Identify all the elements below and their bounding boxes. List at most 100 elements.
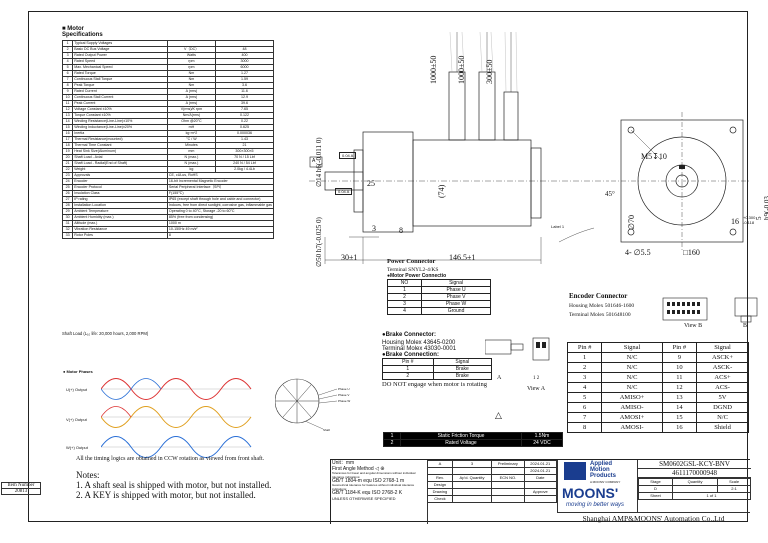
encoder-terminal: Terminal Molex 501648100: [569, 312, 631, 318]
note-1: 1. A shaft seal is shipped with motor, b…: [76, 480, 272, 490]
pin-number: 11: [661, 372, 698, 383]
brake-warning: DO NOT engage when motor is rotating: [382, 381, 487, 388]
power-pin: 2: [386, 293, 423, 301]
pin-signal: AMOSI+: [601, 412, 663, 423]
key-tol-upper: +0.300: [743, 215, 756, 220]
pin-number: 7: [566, 412, 603, 423]
projection-method: First Angle Method: [332, 466, 374, 472]
mount-hole-dim: 4- ∅5.5: [625, 248, 651, 257]
brake-pin-numbers: 1 2: [533, 376, 540, 381]
pin-number: 1: [566, 352, 603, 363]
company-name: Shanghai AMP&MOONS' Automation Co.,Ltd: [557, 512, 750, 525]
approve-label: Approve: [523, 488, 558, 496]
pin-signal: AMISO-: [601, 402, 663, 413]
brand-line-1: Applied: [590, 461, 612, 467]
phase-diagram: [275, 378, 338, 430]
power-pin: 3: [386, 300, 423, 308]
rev-date: 2024.01.21: [523, 460, 558, 468]
pin-signal: N/C: [601, 372, 663, 383]
date-head: Date: [523, 474, 558, 482]
stage-head: Stage: [638, 478, 673, 486]
runout-tolerance-1: 0.04 A: [339, 152, 357, 159]
phase-waveforms: [101, 378, 252, 458]
pin-signal: AMISO+: [601, 392, 663, 403]
brake-pin: 1: [382, 365, 434, 373]
power-head-signal: Signal: [421, 279, 491, 287]
pin-signal: ACS+: [696, 372, 749, 383]
power-head-no: NO: [386, 279, 423, 287]
lead-length-2: 1000±50: [457, 55, 466, 84]
pin-number: 2: [566, 362, 603, 373]
item-number-box: Item Number 20813: [1, 482, 41, 495]
shaft-length-dim: 30±1: [341, 253, 358, 262]
datum-a-marker: A: [312, 158, 316, 164]
qty-head: Ap'd. Quantity: [451, 474, 493, 482]
brand-area: Applied Motion Products A MOONS' COMPANY…: [557, 460, 638, 512]
u-output-label: U(+) Output: [66, 387, 88, 392]
gbt-linear: GB/T 1804-m equ ISO 2768-1 m: [332, 478, 405, 484]
pin-number: 16: [661, 422, 698, 433]
view-b-marker: B: [743, 323, 748, 329]
signal-head-1: Signal: [601, 342, 663, 353]
power-signal: Ground: [421, 307, 491, 315]
pin-signal: N/C: [601, 352, 663, 363]
key-dim: 5 h9(-0.03 0) KEY: [755, 196, 768, 220]
pin-signal: 5V: [696, 392, 749, 403]
tol-note-2: Geometrical tolerance for features witho…: [332, 483, 415, 491]
spec-cell-n: 33: [61, 232, 74, 239]
pin-head-1: Pin #: [566, 342, 603, 353]
power-signal: Phase V: [421, 293, 491, 301]
pin-signal: ASCK-: [696, 362, 749, 373]
phase-w-label: Phase W: [338, 399, 351, 403]
pin-number: 6: [566, 402, 603, 413]
pin-signal: DGND: [696, 402, 749, 413]
phase-timing-note: All the timing logics are obtained in CC…: [76, 456, 265, 462]
label-marker: Label 1: [551, 224, 565, 229]
pin-signal: N/C: [601, 382, 663, 393]
notes-title: Notes:: [76, 470, 100, 480]
stage-value: D: [638, 485, 673, 493]
rev-letter: A: [427, 460, 453, 468]
pin-number: 15: [661, 412, 698, 423]
runout-tolerance-2: 0.04 A: [335, 188, 353, 195]
rev-number: 3: [451, 460, 493, 468]
notes-section: Notes: 1. A shaft seal is shipped with m…: [76, 470, 271, 500]
note-2: 2. A KEY is shipped with motor, but not …: [76, 490, 256, 500]
encoder-connector-drawing: [662, 297, 758, 323]
pin-number: 9: [661, 352, 698, 363]
projection-label: First Angle Method ◁ ⊕: [332, 466, 385, 472]
brake-terminal: Terminal Molex 43030-0001: [382, 346, 457, 352]
brake-pin: 2: [382, 372, 434, 380]
motor-phases-title: ● Motor Phases: [63, 369, 93, 374]
brake-spec-no: 1: [383, 432, 401, 440]
pin-signal: N/C: [696, 412, 749, 423]
moons-logo: MOONS': [562, 485, 619, 501]
item-number-label: Item Number: [1, 482, 41, 489]
brake-connector-drawing: [485, 337, 550, 361]
power-signal: Phase U: [421, 286, 491, 294]
spec-cell-u: Indoors, free from direct sunlight, corr…: [166, 202, 275, 209]
brand-subtitle: A MOONS' COMPANY: [590, 480, 621, 484]
brand-line-2: Motion: [590, 467, 610, 473]
flange-thickness-dim: 3: [372, 224, 376, 233]
signal-head-2: Signal: [696, 342, 749, 353]
pin-signal: ACS-: [696, 382, 749, 393]
gbt-geometric: GB/T 1184-K equ ISO 2768-2 K: [332, 490, 403, 496]
brake-connector-section: ●Brake Connector: Housing Molex 43645-02…: [382, 332, 493, 388]
units-label: Unit：mm: [332, 460, 355, 466]
key-tol-lower: -0.118: [743, 220, 755, 225]
flange-offset-dim: 25: [367, 179, 375, 188]
view-b-label: View B: [684, 323, 703, 329]
phase-u-wave: [101, 378, 252, 400]
